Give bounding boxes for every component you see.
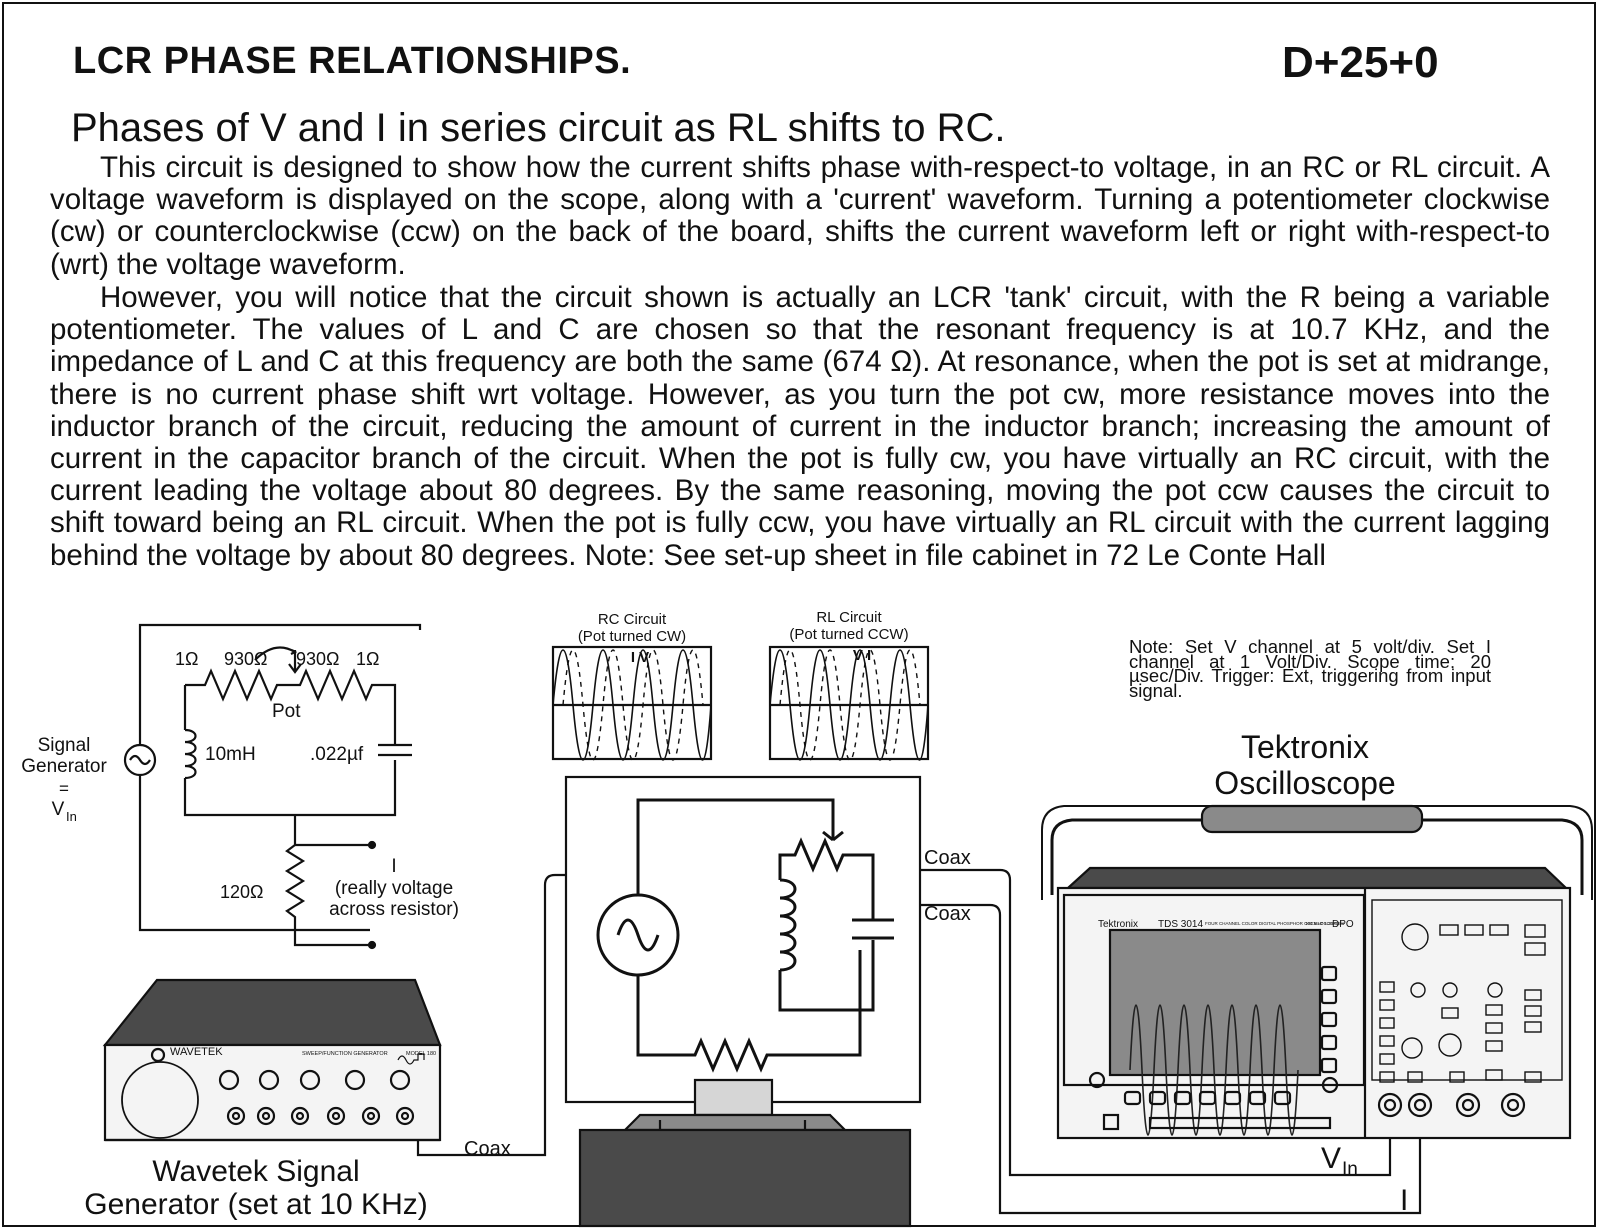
- source-label-2: Generator: [21, 756, 107, 777]
- scope-model: TDS 3014: [1158, 919, 1203, 930]
- generator-model: MODEL 180: [406, 1051, 436, 1057]
- rc-inset-title: RC Circuit: [598, 611, 667, 628]
- capacitor-plates: [378, 743, 412, 757]
- generator-caption-2: Generator (set at 10 KHz): [84, 1188, 427, 1221]
- scope-type: DPO: [1332, 919, 1354, 930]
- source-label-1: Signal: [38, 735, 91, 756]
- scope-spec: 100 MHz 1.25 GS/s: [1305, 921, 1345, 926]
- label-r3: 930Ω: [296, 649, 340, 669]
- vin-label: V: [1321, 1142, 1341, 1175]
- page-title: LCR PHASE RELATIONSHIPS.: [73, 40, 632, 82]
- label-r2: 930Ω: [224, 649, 268, 669]
- coax-label-2: Coax: [924, 903, 971, 925]
- paragraph-1: This circuit is designed to show how the…: [50, 151, 1550, 281]
- schematic: [123, 623, 422, 947]
- label-r4: 1Ω: [356, 649, 379, 669]
- scope-model-desc: FOUR CHANNEL COLOR DIGITAL PHOSPHOR OSCI…: [1205, 921, 1339, 926]
- demo-board: [564, 775, 922, 1228]
- rl-inset: [768, 645, 930, 761]
- source-label-sub: In: [66, 809, 77, 824]
- scope-bottom-buttons: [1123, 1090, 1292, 1106]
- label-capacitor: .022µf: [310, 744, 364, 765]
- scope-label-1: Tektronix: [1241, 729, 1369, 765]
- wavetek-generator: [102, 978, 442, 1142]
- rc-inset: [551, 645, 713, 761]
- scope-side-buttons: [1320, 965, 1339, 1094]
- vin-label-sub: In: [1342, 1159, 1358, 1180]
- paragraph-2: However, you will notice that the circui…: [50, 281, 1550, 572]
- paragraph-1-text: This circuit is designed to show how the…: [50, 151, 1550, 281]
- current-label-3: across resistor): [329, 899, 459, 920]
- source-label-3: =: [59, 779, 69, 798]
- label-inductor: 10mH: [205, 744, 256, 765]
- bottom-outer-wire: [138, 775, 370, 932]
- rl-inset-sub: (Pot turned CCW): [789, 626, 908, 643]
- label-sense-resistor: 120Ω: [220, 882, 264, 902]
- lower-wire: [183, 760, 397, 817]
- source-symbol: [123, 743, 157, 777]
- rl-inset-title: RL Circuit: [816, 609, 882, 626]
- current-label-2: (really voltage: [335, 878, 453, 899]
- rc-inset-sub: (Pot turned CW): [578, 628, 686, 645]
- sense-resistor: [284, 815, 370, 947]
- pot-arrow-left: [254, 646, 296, 661]
- scope-controls: [1371, 899, 1563, 1083]
- label-pot: Pot: [272, 701, 301, 722]
- page-subtitle: Phases of V and I in series circuit as R…: [71, 106, 1006, 150]
- generator-brand: WAVETEK: [170, 1046, 223, 1058]
- generator-caption-1: Wavetek Signal: [152, 1155, 359, 1188]
- scope-label-2: Oscilloscope: [1214, 765, 1395, 801]
- top-outline-wire: [138, 623, 422, 630]
- scope-settings-note: Note: Set V channel at 5 volt/div. Set I…: [1129, 636, 1491, 701]
- coax-label-3: Coax: [464, 1138, 511, 1160]
- oscilloscope: [1041, 804, 1593, 1140]
- pot-wiper-arrow: [288, 663, 302, 674]
- rl-inset-labels: V I: [853, 647, 871, 664]
- paragraph-2-text: However, you will notice that the circui…: [50, 281, 1550, 572]
- generator-desc: SWEEP/FUNCTION GENERATOR: [302, 1051, 388, 1057]
- pot-resistors: [185, 668, 397, 740]
- source-label-4: V: [52, 799, 65, 820]
- label-r1: 1Ω: [175, 649, 198, 669]
- coax-cables: [416, 868, 1422, 1215]
- current-label-1: I: [391, 856, 396, 877]
- inductor-coil: [184, 728, 197, 780]
- scope-brand: Tektronix: [1098, 919, 1138, 930]
- coax-label-1: Coax: [924, 847, 971, 869]
- rc-inset-labels: I V: [631, 649, 649, 666]
- demo-code: D+25+0: [1282, 38, 1439, 87]
- scope-input-connectors: [1377, 1092, 1526, 1118]
- i-label: I: [1400, 1184, 1408, 1217]
